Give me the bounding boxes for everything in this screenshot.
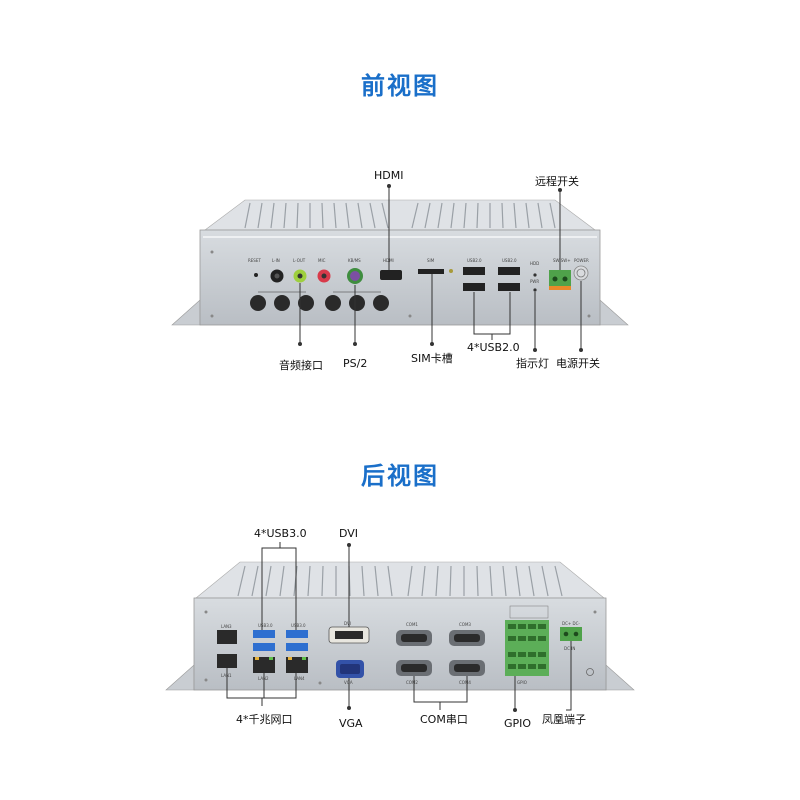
front-panel-lout-text: L-OUT (293, 258, 306, 263)
front-heatsink (204, 199, 596, 231)
rear-panel-dc-text: DC IN (564, 646, 575, 651)
phoenix-terminal-icon (560, 627, 582, 641)
front-panel-mic-text: MIC (318, 258, 326, 263)
hdd-led-icon (533, 273, 537, 277)
remote-switch-terminal-icon (549, 270, 571, 286)
rear-panel-lan3-text: LAN3 (221, 624, 232, 629)
front-panel-power-text: POWER (574, 258, 589, 263)
rear-callout-lines (226, 542, 572, 711)
rear-panel-vga-text: VGA (344, 680, 353, 685)
lan-label: 4*千兆网口 (236, 713, 293, 726)
front-panel-hdd-text: HDD (530, 261, 539, 266)
lan-ports-icon (217, 630, 308, 673)
front-panel-usb1-text: USB2.0 (467, 258, 482, 263)
usb3-ports-icon (253, 630, 308, 651)
usb2-ports-icon (463, 267, 520, 291)
front-device: RESET L-IN L-OUT MIC KB/MS HDMI SIM USB2… (171, 199, 629, 326)
power-switch-label: 电源开关 (556, 357, 600, 370)
com-label: COM串口 (420, 713, 468, 726)
front-right-ear (599, 299, 629, 326)
sim-slot-icon (418, 269, 444, 274)
hdmi-label: HDMI (374, 169, 404, 182)
front-panel-reset-text: RESET (248, 258, 261, 263)
rear-panel-com4-text: COM4 (459, 680, 471, 685)
front-panel-usb2-text: USB2.0 (502, 258, 517, 263)
rear-panel-lan4-text: LAN4 (294, 676, 305, 681)
gpio-label: GPIO (504, 717, 532, 730)
ps2-label: PS/2 (343, 357, 368, 370)
reset-hole-icon (254, 273, 258, 277)
rear-panel-com1-text: COM1 (406, 622, 418, 627)
rear-panel-gpio-text: GPIO (517, 680, 527, 685)
hdmi-port-icon (380, 270, 402, 280)
pwr-led-icon (533, 288, 537, 292)
com-ports-icon (396, 630, 485, 676)
audio-label: 音频接口 (279, 359, 323, 372)
rear-panel-usb30a-text: USB3.0 (258, 623, 273, 628)
front-panel-sim-text: SIM (427, 258, 435, 263)
front-panel-hdmi-text: HDMI (383, 258, 394, 263)
remote-switch-label: 远程开关 (535, 175, 579, 188)
front-left-ear (171, 299, 201, 326)
front-view-title: 前视图 (361, 72, 439, 100)
sim-label: SIM卡槽 (411, 352, 453, 365)
rear-panel-dcin-text: DC+ DC- (562, 621, 580, 626)
rear-panel-com3-text: COM3 (459, 622, 471, 627)
usb3-label: 4*USB3.0 (254, 527, 307, 540)
power-button-icon (573, 265, 589, 281)
front-panel-lin-text: L-IN (272, 258, 280, 263)
gpio-terminal-icon (505, 605, 549, 676)
rear-panel-usb30b-text: USB3.0 (291, 623, 306, 628)
usb2-label: 4*USB2.0 (467, 341, 520, 354)
dvi-label: DVI (339, 527, 359, 540)
rear-view-title: 后视图 (361, 462, 439, 490)
ground-screw-icon (586, 668, 594, 676)
rear-panel-dvi-text: DVI (344, 621, 351, 626)
front-panel-swsw-text: SW SW+ (553, 258, 571, 263)
rear-panel-com2-text: COM2 (406, 680, 418, 685)
rear-right-ear (605, 664, 635, 691)
front-panel-kbms-text: KB/MS (348, 258, 361, 263)
front-callout-lines (299, 186, 582, 350)
rear-device: LAN3 LAN1 LAN2 LAN4 USB3.0 USB3.0 DVI VG… (165, 561, 635, 691)
front-panel-pwr-text: PWR (530, 279, 539, 284)
vga-label: VGA (339, 717, 363, 730)
phoenix-label: 凤凰端子 (542, 713, 586, 726)
rear-left-ear (165, 664, 195, 691)
indicator-label: 指示灯 (516, 357, 549, 370)
